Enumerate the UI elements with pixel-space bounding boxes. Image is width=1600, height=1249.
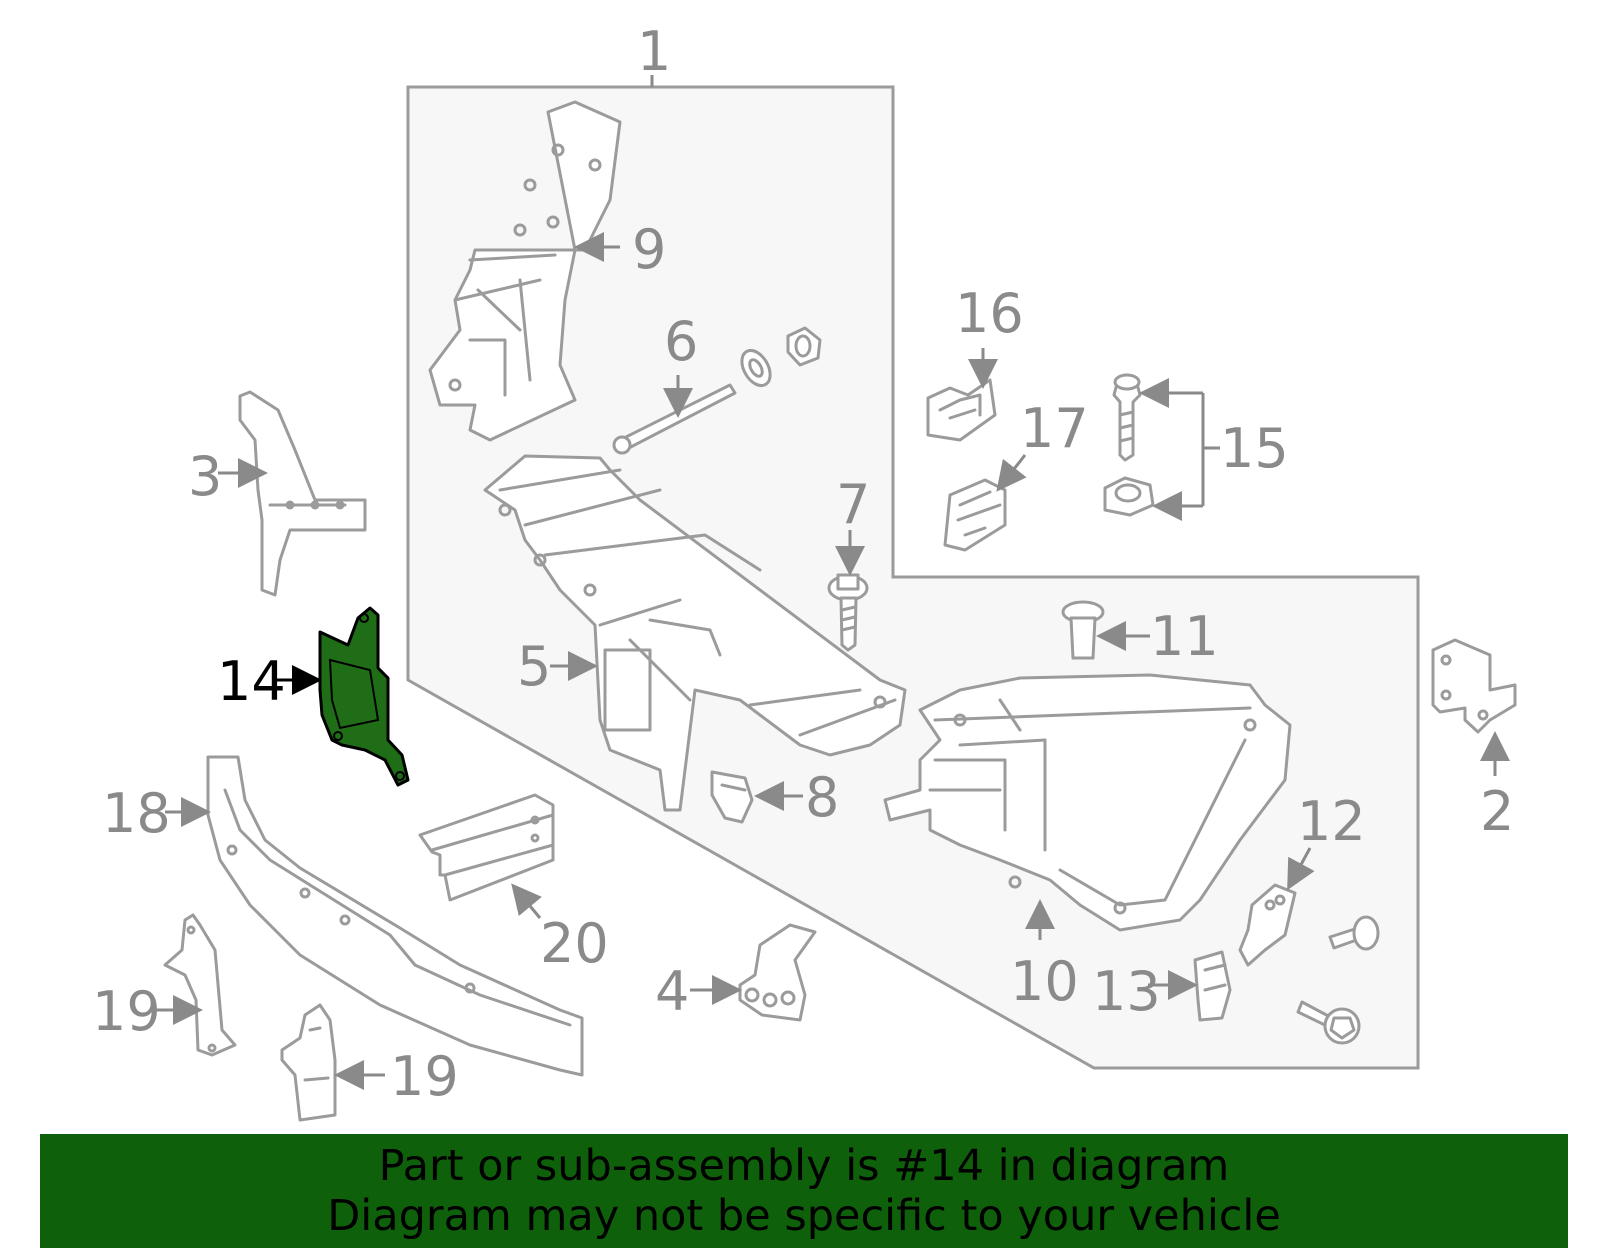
callout-16: 16 — [955, 282, 1024, 345]
lower-right-bolts[interactable] — [1296, 915, 1380, 1045]
part-2-bracket[interactable] — [1431, 638, 1517, 734]
info-banner: Part or sub-assembly is #14 in diagram D… — [40, 1134, 1568, 1248]
banner-line-2: Diagram may not be specific to your vehi… — [327, 1191, 1281, 1241]
part-16-clip[interactable] — [926, 378, 997, 442]
callout-2: 2 — [1480, 780, 1514, 843]
callout-7: 7 — [836, 473, 870, 536]
callout-1: 1 — [637, 20, 671, 83]
part-10-front-frame[interactable] — [883, 673, 1292, 932]
part-5-radiator-support[interactable] — [483, 454, 907, 812]
part-3-bracket[interactable] — [238, 390, 367, 597]
callout-5: 5 — [517, 635, 551, 698]
callout-18: 18 — [102, 782, 171, 845]
callout-6: 6 — [664, 310, 698, 373]
part-17-clip[interactable] — [943, 478, 1007, 552]
part-11-grommet[interactable] — [1061, 600, 1105, 660]
part-7-bolt[interactable] — [827, 573, 869, 652]
part-8-bracket[interactable] — [710, 770, 754, 824]
callout-19-left: 19 — [92, 980, 161, 1043]
callout-14: 14 — [217, 650, 286, 713]
callout-9: 9 — [632, 218, 666, 281]
callout-4: 4 — [655, 960, 689, 1023]
banner-line-1: Part or sub-assembly is #14 in diagram — [378, 1141, 1230, 1191]
part-18-bumper-beam[interactable] — [206, 755, 584, 1077]
part-13-bracket[interactable] — [1193, 950, 1232, 1022]
callout-3: 3 — [188, 445, 222, 508]
callout-15: 15 — [1220, 417, 1289, 480]
leader-lines — [155, 232, 1510, 1090]
part-19-bracket-left[interactable] — [163, 913, 237, 1057]
part-14-bracket-highlighted[interactable] — [318, 606, 410, 787]
callout-13: 13 — [1092, 960, 1161, 1023]
callout-8: 8 — [805, 766, 839, 829]
part-4-bracket[interactable] — [738, 923, 817, 1022]
callout-17: 17 — [1020, 397, 1089, 460]
part-9-side-member[interactable] — [428, 100, 622, 442]
callout-20: 20 — [540, 912, 609, 975]
part-19-bracket-right[interactable] — [280, 1003, 337, 1122]
callout-10: 10 — [1010, 950, 1079, 1013]
part-12-bracket[interactable] — [1238, 883, 1297, 967]
callout-19-right: 19 — [390, 1045, 459, 1108]
part-15-bolt-nut[interactable] — [1103, 373, 1155, 517]
callout-11: 11 — [1150, 605, 1219, 668]
callout-12: 12 — [1297, 790, 1366, 853]
part-20-bracket[interactable] — [418, 793, 555, 902]
